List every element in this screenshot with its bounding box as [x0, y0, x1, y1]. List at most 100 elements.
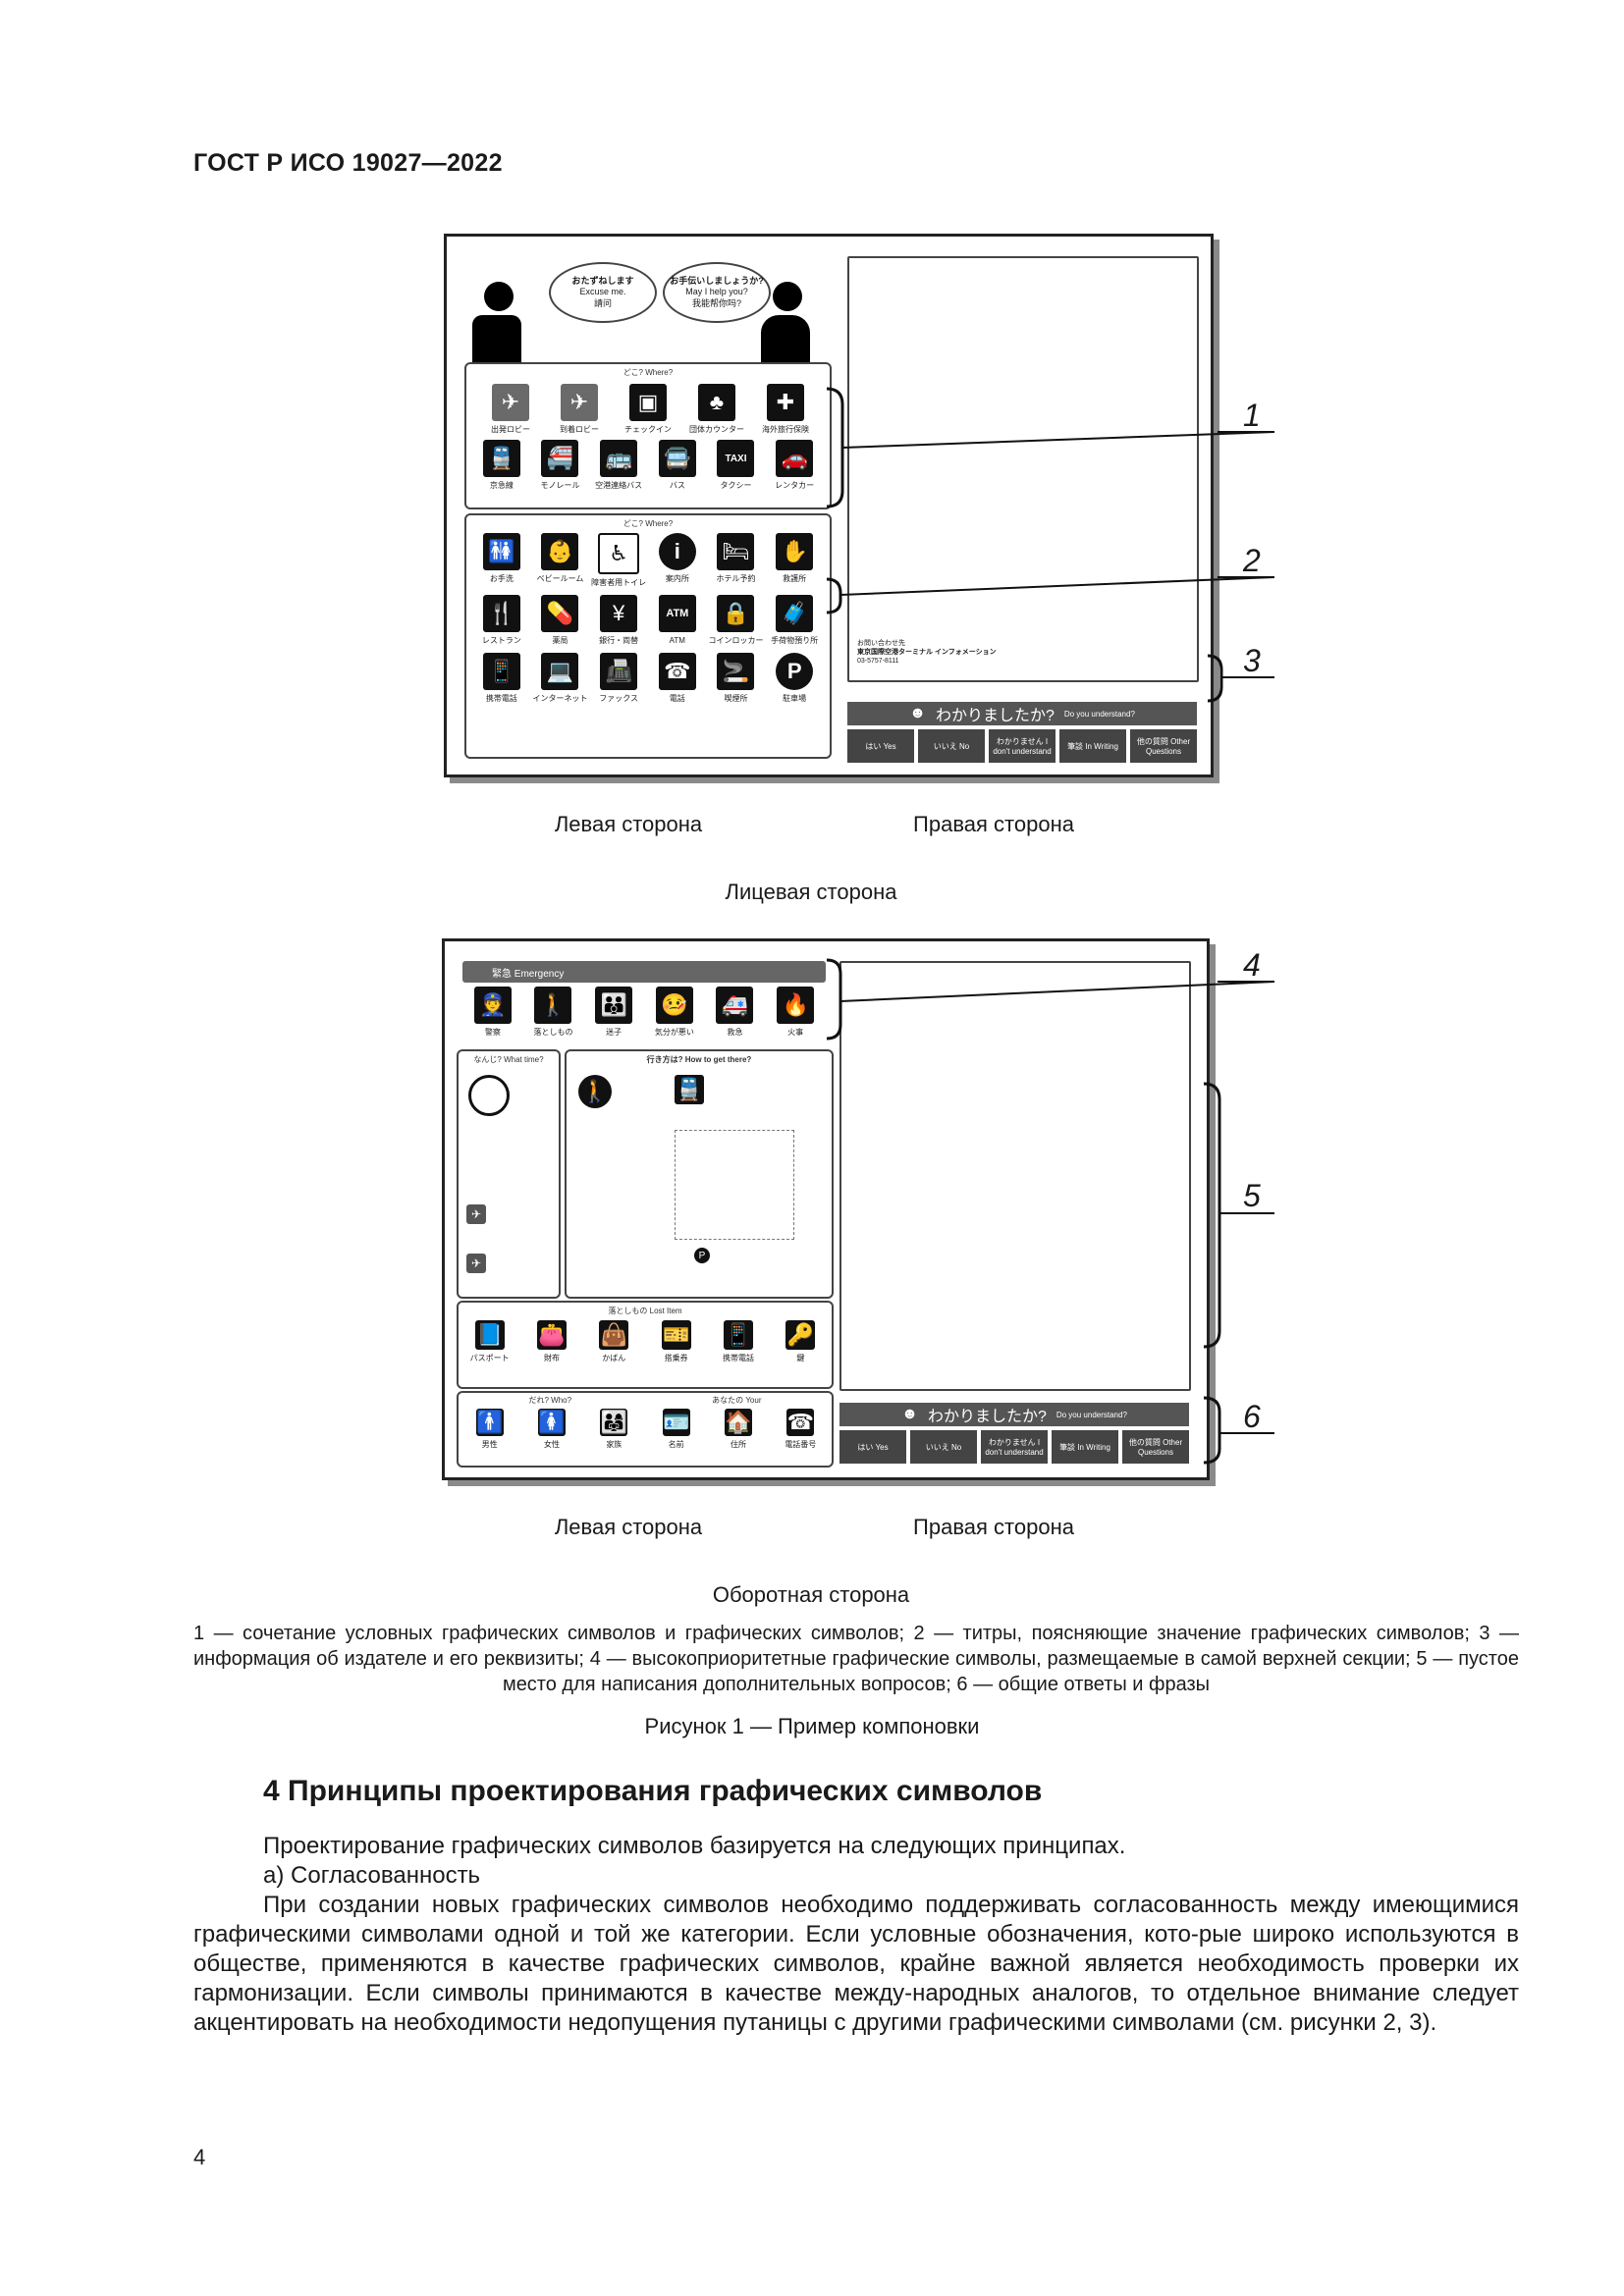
airport-bus-icon: 🚌 [600, 440, 638, 477]
nursery-icon: 👶 [541, 533, 579, 570]
name-icon: 🪪 [662, 1409, 690, 1436]
restaurant-icon: 🍴 [482, 595, 520, 632]
insurance-icon: ✚ [767, 384, 804, 421]
publisher-line-3: 03-5757-8111 [857, 658, 899, 665]
parking-icon: P [776, 653, 814, 690]
figure-legend: 1 — сочетание условных графических симво… [193, 1623, 1519, 1695]
where-section-2-title: どこ? Where? [623, 519, 674, 528]
response-in-writing: 筆談 In Writing [1059, 729, 1126, 763]
icon-label: 男性 [481, 1440, 498, 1449]
icon-label: 銀行・両替 [599, 636, 639, 645]
icon-cell: 🚑救急 [705, 987, 766, 1037]
response-yes: はい Yes [839, 1430, 906, 1464]
your-label: あなたの Your [712, 1396, 762, 1405]
police-icon: 👮 [473, 987, 512, 1024]
icon-cell: 🧳手荷物預り所 [765, 595, 824, 645]
feeling-ill-icon: 🤒 [655, 987, 693, 1024]
document-header: ГОСТ Р ИСО 19027—2022 [193, 149, 503, 177]
who-title: だれ? Who? あなたの Your [459, 1395, 832, 1406]
arrival-icon: ✈ [561, 384, 598, 421]
icon-cell: 🔑鍵 [770, 1320, 832, 1362]
icon-label: レンタカー [775, 481, 815, 490]
icon-cell: 📱携帯電話 [707, 1320, 769, 1362]
female-icon: 🚺 [537, 1409, 566, 1436]
speech-left-line2: Excuse me. [579, 287, 626, 296]
icon-label: モノレール [540, 481, 580, 490]
icon-cell: ✚ 海外旅行保険 [751, 384, 820, 434]
icon-cell: 👮警察 [462, 987, 523, 1037]
smile-icon: ☻ [909, 705, 926, 721]
how-to-get-title: 行き方は? How to get there? [646, 1055, 752, 1064]
icon-cell: ✋救護所 [765, 533, 824, 587]
icon-cell: ☎電話番号 [770, 1409, 832, 1449]
bag-icon: 👜 [599, 1320, 629, 1350]
speech-area: おたずねします Excuse me. 請问 お手伝いしましょうか? May I … [466, 256, 820, 374]
information-icon: i [658, 533, 696, 570]
callout-4: 4 [1243, 947, 1261, 983]
key-icon: 🔑 [785, 1320, 816, 1350]
terminal-map [675, 1130, 794, 1240]
section-heading: 4 Принципы проектирования графических си… [263, 1775, 1043, 1807]
speech-right-line1: お手伝いしましょうか? [670, 276, 764, 286]
icon-cell: 🤒気分が悪い [644, 987, 705, 1037]
icon-cell: 👜 かばん [583, 1320, 645, 1362]
icon-cell: 🔒コインロッカー [707, 595, 766, 645]
understand-bar: ☻ わかりましたか? Do you understand? [847, 702, 1197, 725]
baggage-icon: 🧳 [776, 595, 814, 632]
clock-icon [468, 1075, 510, 1116]
emergency-icons: 👮警察 🚶落としもの 👪迷子 🤒気分が悪い 🚑救急 🔥火事 [462, 987, 826, 1037]
figure-title: Рисунок 1 — Пример компоновки [644, 1714, 980, 1738]
transfer-train-icon: 🚆 [675, 1075, 704, 1104]
understand-subtext: Do you understand? [1056, 1410, 1127, 1419]
icon-cell: ♣団体カウンター [682, 384, 751, 434]
walking-person-icon: 🚶 [578, 1075, 612, 1108]
icon-cell: 🚬喫煙所 [707, 653, 766, 703]
person-left-icon [472, 282, 525, 370]
icon-cell: ✈出発ロビー [476, 384, 545, 434]
wallet-icon: 👛 [536, 1320, 567, 1350]
section-item-a: а) Согласованность [263, 1862, 481, 1889]
icon-label: チェックイン [624, 425, 672, 434]
icon-label: ATM [669, 636, 685, 645]
icon-label: 火事 [787, 1028, 804, 1037]
icon-label: 財布 [543, 1354, 560, 1362]
icon-cell: 🚌空港連絡バス [589, 440, 648, 490]
icon-label: タクシー [720, 481, 752, 490]
icon-label: 住所 [730, 1440, 746, 1449]
icon-label: 京急線 [489, 481, 514, 490]
icon-label: かばん [602, 1354, 626, 1362]
where-section-1-title: どこ? Where? [623, 368, 674, 377]
icon-cell: ☎電話 [648, 653, 707, 703]
icon-cell: 🏠住所 [707, 1409, 769, 1449]
phone-number-icon: ☎ [786, 1409, 815, 1436]
icon-label: 迷子 [606, 1028, 623, 1037]
icon-label: インターネット [532, 694, 588, 703]
section-intro: Проектирование графических символов бази… [263, 1833, 1126, 1859]
fax-icon: 📠 [600, 653, 638, 690]
icon-label: ホテル予約 [716, 574, 756, 583]
first-aid-icon: ✋ [776, 533, 814, 570]
icon-cell: 🪪名前 [645, 1409, 707, 1449]
where-section-1: どこ? Where? ✈出発ロビー ✈到着ロビー ▣チェックイン ♣団体カウンタ… [464, 362, 832, 509]
icon-cell: ♿障害者用トイレ [589, 533, 648, 587]
front-right-label: Правая сторона [913, 812, 1074, 836]
boarding-pass-icon: 🎫 [661, 1320, 691, 1350]
back-right-label: Правая сторона [913, 1515, 1074, 1539]
front-caption: Лицевая сторона [725, 880, 897, 904]
understand-subtext: Do you understand? [1063, 709, 1135, 719]
speech-right-line3: 我能帮你吗? [691, 298, 741, 308]
who-icons: 🚹男性 🚺女性 👨‍👩‍👧家族 🪪名前 🏠住所 ☎電話番号 [459, 1409, 832, 1449]
response-other: 他の質問 Other Questions [1130, 729, 1197, 763]
icon-cell: 🚻お手洗 [472, 533, 531, 587]
smile-icon: ☻ [901, 1406, 918, 1422]
icon-label: 駐車場 [783, 694, 807, 703]
icon-cell: 📘パスポート [459, 1320, 520, 1362]
icon-label: 落としもの [533, 1028, 573, 1037]
icon-label: 海外旅行保険 [762, 425, 809, 434]
icon-label: お手洗 [489, 574, 514, 583]
icon-label: 出発ロビー [491, 425, 530, 434]
